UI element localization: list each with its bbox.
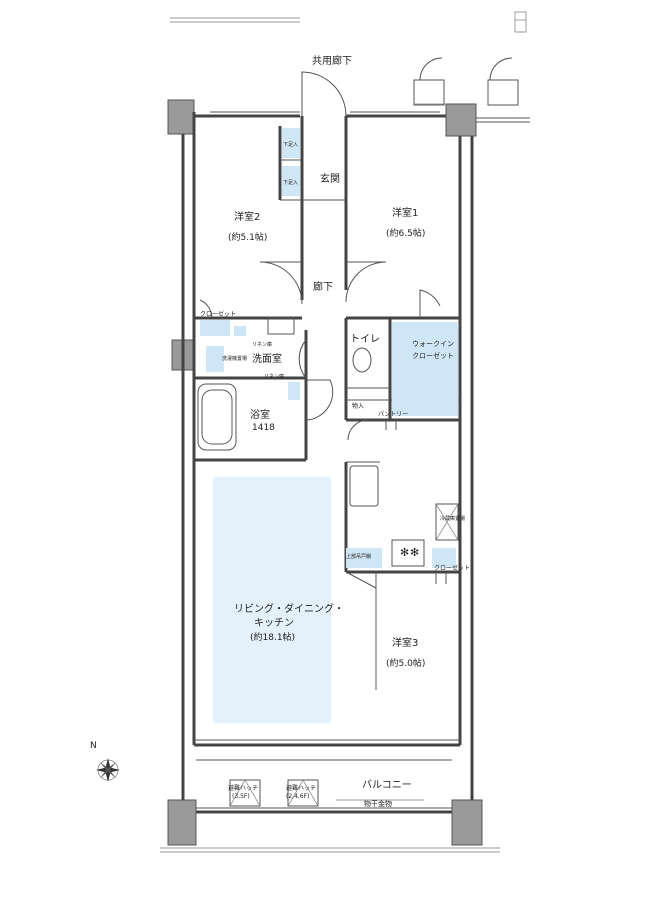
evac-hatch-b-label: 避難ハッチ xyxy=(286,784,316,792)
washroom-label: 洗面室 xyxy=(252,352,282,365)
cooktop xyxy=(391,539,425,567)
pantry-label: パントリー xyxy=(378,411,408,418)
washer-space-label: 洗濯機置場 xyxy=(222,355,247,362)
bathroom-size: 1418 xyxy=(252,423,275,433)
fridge-box xyxy=(435,503,459,541)
toilet-label: トイレ xyxy=(350,334,380,345)
linen-label-lower: リネン庫 xyxy=(264,373,284,380)
bathroom-label: 浴室 xyxy=(250,408,270,421)
evac-hatch-a-floors: (3,5F) xyxy=(232,793,250,800)
column-bottom-right xyxy=(451,799,483,846)
clothes-hanger-label: 物干金物 xyxy=(364,799,392,808)
svg-text:✻: ✻ xyxy=(400,546,409,559)
column-top-left xyxy=(167,99,195,135)
linen-label-upper: リネン庫 xyxy=(252,341,272,348)
western-room-3-label: 洋室3 xyxy=(392,636,418,649)
western-room-2-size: (約5.1帖) xyxy=(228,231,267,243)
fridge-space-label: 冷蔵庫置場 xyxy=(440,515,465,522)
ldk-size: (約18.1帖) xyxy=(250,631,295,643)
storage-zones xyxy=(200,128,458,568)
door-swings xyxy=(199,261,447,589)
kitchen-sink xyxy=(349,465,379,507)
bathtub xyxy=(197,383,237,451)
evac-hatch-b-floors: (2,4,6F) xyxy=(286,793,309,800)
ldk-label-1: リビング・ダイニング・ xyxy=(234,602,344,615)
walk-in-closet-label-1: ウォークイン xyxy=(412,340,454,348)
balcony-area xyxy=(196,759,452,814)
storage-label: 物入 xyxy=(352,402,364,410)
toilet-bowl xyxy=(352,347,372,373)
wash-basin xyxy=(267,317,295,335)
hallway-label: 廊下 xyxy=(313,280,333,293)
closet-label-room3: クローゼット xyxy=(434,564,470,572)
western-room-1-size: (約6.5帖) xyxy=(386,227,425,239)
shoe-box-label-a: 下足入 xyxy=(283,142,298,148)
shoe-box-label-b: 下足入 xyxy=(283,180,298,186)
top-structure xyxy=(170,11,527,33)
entrance-door xyxy=(301,71,347,117)
svg-text:✻: ✻ xyxy=(410,546,419,559)
column-bottom-left xyxy=(167,799,197,846)
closet-label-room2: クローゼット xyxy=(200,310,236,318)
walk-in-closet-label-2: クローゼット xyxy=(412,351,454,360)
western-room-3-size: (約5.0帖) xyxy=(386,657,425,669)
exterior-walls xyxy=(181,111,474,800)
western-room-1-label: 洋室1 xyxy=(392,206,418,219)
ldk-zone xyxy=(213,477,331,723)
ldk-label-2: キッチン xyxy=(254,617,294,629)
north-compass-icon xyxy=(96,758,120,782)
north-label: N xyxy=(90,741,97,751)
shared-corridor-label: 共用廊下 xyxy=(312,54,352,67)
column-top-right xyxy=(445,103,477,137)
balcony-label: バルコニー xyxy=(362,779,412,791)
entrance-label: 玄関 xyxy=(320,172,340,185)
evac-hatch-a-label: 避難ハッチ xyxy=(228,784,258,792)
top-right-doors xyxy=(413,57,530,123)
western-room-2-label: 洋室2 xyxy=(234,210,260,223)
upper-cabinet-label: 上部吊戸棚 xyxy=(346,553,371,560)
